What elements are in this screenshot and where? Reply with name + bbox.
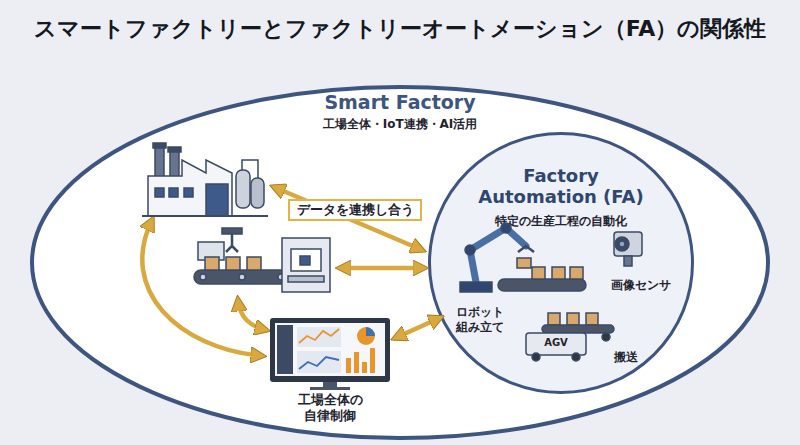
part-label: AGV [528,337,584,350]
flow-arrows [142,187,424,356]
robot-arm-part [470,228,526,282]
image-sensor-camera-part [624,256,632,266]
machine-line-part [205,257,219,270]
robot-arm-part [532,267,545,279]
agv-vehicle-part [532,353,540,361]
robot-arm-part [518,246,534,252]
machine-line-part [198,242,224,260]
factory-building-part [236,170,250,208]
factory-building-part [148,160,232,216]
agv-vehicle [526,313,614,361]
factory-building-part [153,143,166,148]
data-link-label: データを連携し合う [288,199,422,221]
factory-building-part [184,188,193,197]
monitor-dashboard-part [277,325,293,374]
agv-vehicle-part [548,313,560,325]
part-label: 画像センサ [606,278,676,293]
machine-line-part [222,228,242,234]
image-sensor-camera [614,232,642,266]
part-label: 搬送 [606,350,646,365]
node-heading: Smart Factory [240,91,560,114]
robot-arm-part [460,282,492,292]
machine-line-part [291,249,321,271]
machine-line-part [226,257,240,270]
monitor-dashboard-part [362,362,367,373]
monitor-dashboard-part [297,351,341,373]
node-subtext: 工場全体・IoT連携・AI活用 [240,117,560,133]
data-link-arrow [395,318,440,338]
smart-factory-ellipse: Smart Factory工場全体・IoT連携・AI活用Factory Auto… [30,85,770,440]
agv-vehicle-part [567,313,579,325]
robot-arm-part [498,279,586,291]
machine-line-part [200,274,206,280]
robot-arm-part [501,223,511,233]
factory-building-part [168,147,181,152]
agv-vehicle-part [526,333,586,355]
robot-arm-part [517,258,531,268]
robot-arm-part [570,267,583,279]
monitor-dashboard-part [297,327,341,347]
monitor-dashboard-part [270,318,390,382]
part-label: ロボット 組み立て [450,305,510,335]
monitor-dashboard-part [354,352,359,373]
node-subtext: 特定の生産工程の自動化 [451,214,671,230]
flow-arrows-part [142,220,262,356]
smart-factory-ellipse-outline [32,87,768,438]
flow-arrows-part [340,266,424,271]
agv-vehicle-part [572,353,580,361]
node-heading: Factory Automation (FA) [471,166,651,207]
diagram-title: スマートファクトリーとファクトリーオートメーション（FA）の関係性 [0,14,800,44]
agv-vehicle-part [602,333,610,341]
machine-line-part [226,232,238,252]
factory-building-part [251,178,264,208]
factory-building-part [206,184,228,216]
machine-line-part [247,257,261,270]
flow-arrows-part [274,187,422,250]
monitor-dashboard-part [310,387,350,390]
monitor-dashboard-part [323,382,337,387]
factory-building-part [242,160,258,178]
machine-line-part [239,274,245,280]
factory-building-part [155,188,164,197]
robot-arm-part [552,267,565,279]
machine-line-part [288,276,324,282]
dashboard-node: 工場全体の 自律制御 [265,315,395,420]
monitor-dashboard-part [370,348,375,373]
image-sensor-camera-part [619,241,625,247]
factory-building-part [142,215,268,217]
factory-building-part [170,150,179,178]
flow-arrows-part [238,300,266,330]
agv-vehicle-part [542,325,614,333]
node-heading: 工場全体の 自律制御 [290,392,370,425]
robot-arm-part [465,245,475,255]
factory-building [142,143,268,216]
factory-building-part [169,188,178,197]
machine-line-part [194,270,290,284]
monitor-dashboard-part [299,329,339,343]
robot-arm [460,223,586,292]
factory-building-part [155,146,164,178]
machine-line [194,228,330,292]
monitor-dashboard-part [366,327,375,336]
machine-line-part [282,238,330,292]
image-sensor-camera-part [614,232,642,256]
agv-vehicle-part [586,313,598,325]
monitor-dashboard-part [357,327,375,345]
machine-line-part [278,274,284,280]
fa-circle-outline [430,134,693,393]
monitor-dashboard [270,318,390,390]
fa-circle: Factory Automation (FA) 特定の生産工程の自動化 [428,132,694,394]
monitor-dashboard-part [275,323,385,376]
monitor-dashboard-part [346,358,351,373]
image-sensor-camera-part [615,237,629,251]
monitor-dashboard-part [299,357,339,369]
machine-line-part [300,256,310,265]
